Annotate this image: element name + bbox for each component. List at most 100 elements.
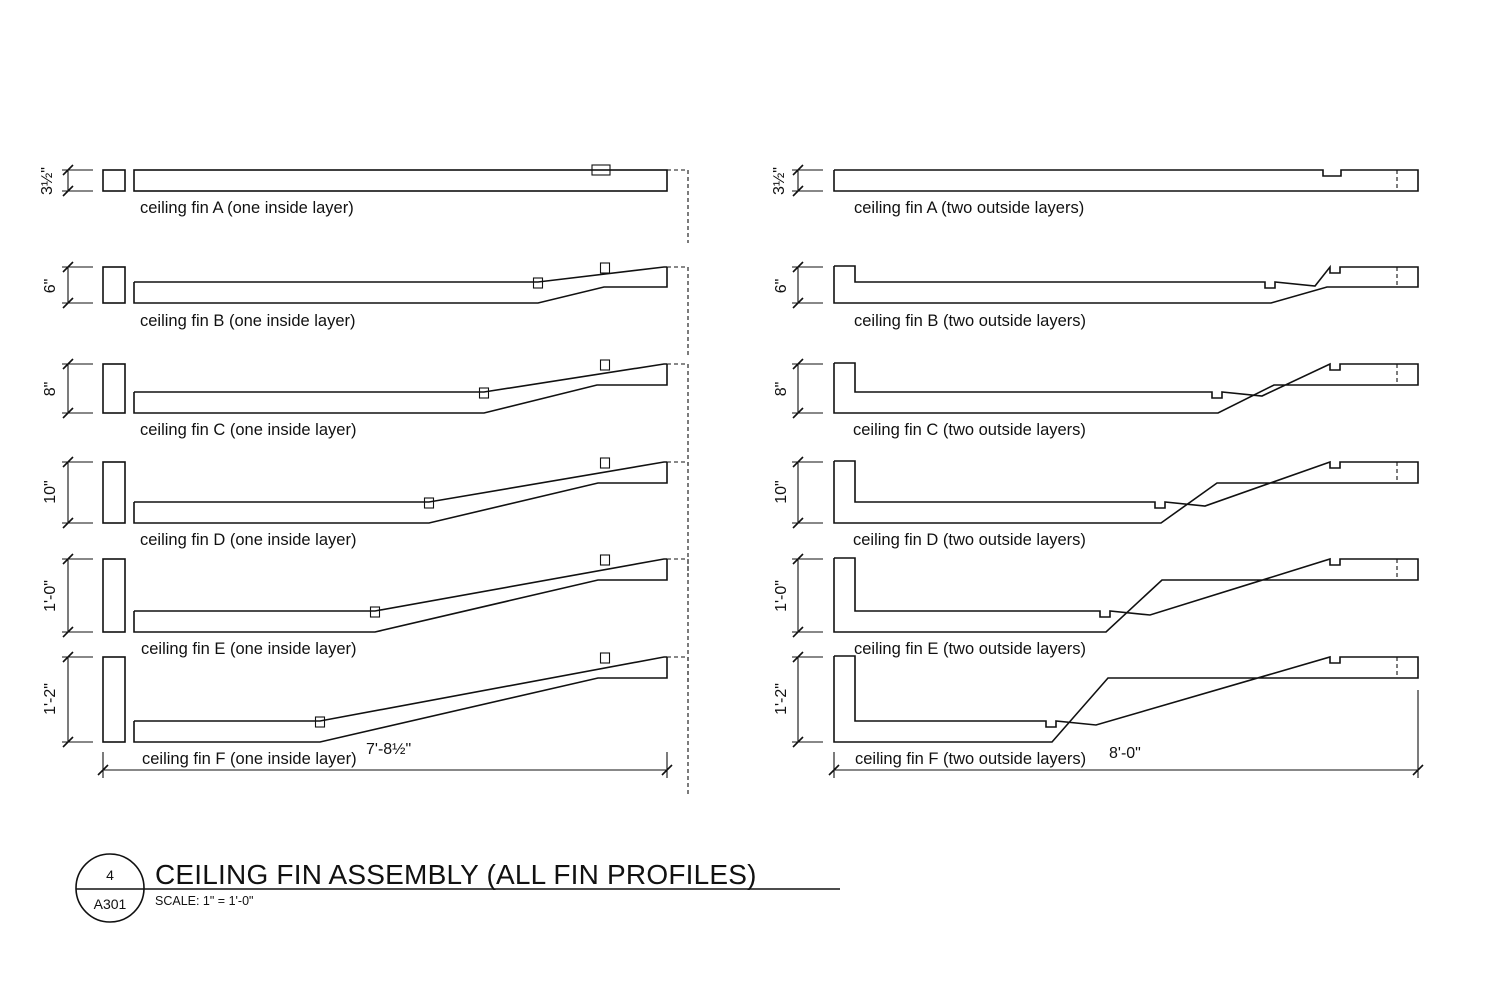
left-fin-f-section xyxy=(102,656,126,743)
left-fin-f-height-tick-top xyxy=(62,651,74,663)
right-fin-d-height-tick-bottom xyxy=(792,517,804,529)
left-fin-f-extension xyxy=(667,656,689,794)
left-fin-e-extension xyxy=(667,558,689,684)
left-fin-c-profile-top xyxy=(134,363,667,393)
right-overall-tick-right xyxy=(1412,764,1424,776)
left-fin-e-notch-low xyxy=(369,606,381,618)
left-fin-a-section xyxy=(102,169,126,192)
right-fin-b-label: ceiling fin B (two outside layers) xyxy=(854,312,1086,330)
left-fin-c-extension xyxy=(667,363,689,465)
right-fin-b-profile xyxy=(833,264,1419,304)
left-fin-d-height: 10" xyxy=(42,480,59,503)
right-fin-d-label: ceiling fin D (two outside layers) xyxy=(853,531,1086,549)
right-fin-c-profile xyxy=(833,362,1419,414)
left-fin-f-height: 1'-2" xyxy=(42,683,59,715)
right-fin-f-height: 1'-2" xyxy=(773,683,790,715)
title-block: 4 A301 CEILING FIN ASSEMBLY (ALL FIN PRO… xyxy=(75,853,840,923)
left-fin-c-label: ceiling fin C (one inside layer) xyxy=(140,421,356,439)
right-fin-labels: ceiling fin A (two outside layers) ceili… xyxy=(853,199,1086,768)
right-fin-f-height-tick-top xyxy=(792,651,804,663)
left-fin-c-section xyxy=(102,363,126,414)
right-fin-f-height-tick-bottom xyxy=(792,736,804,748)
right-overall-length: 8'-0" xyxy=(1109,745,1141,762)
left-fin-a-notch xyxy=(591,164,611,176)
right-overall-tick-left xyxy=(828,764,840,776)
left-fin-d-profile xyxy=(133,462,668,524)
right-fin-c-height: 8" xyxy=(773,382,790,397)
left-fin-a-height: 3½" xyxy=(39,167,56,195)
left-fin-e-section xyxy=(102,558,126,633)
left-fin-c-height: 8" xyxy=(42,382,59,397)
detail-bubble xyxy=(75,853,145,923)
right-fin-e-height-tick-top xyxy=(792,553,804,565)
left-fin-a-height-tick-bottom xyxy=(62,185,74,197)
left-fin-b-notch-high xyxy=(599,262,611,274)
right-fin-c-height-tick-bottom xyxy=(792,407,804,419)
left-fin-c-notch-high xyxy=(599,359,611,371)
left-fin-f-profile xyxy=(133,657,668,743)
left-fin-c-height-tick-bottom xyxy=(62,407,74,419)
right-fin-a-height-tick-top xyxy=(792,164,804,176)
right-fin-a-profile xyxy=(833,169,1419,192)
left-fin-f-label: ceiling fin F (one inside layer) xyxy=(142,750,357,768)
sheet-number: A301 xyxy=(94,896,127,912)
left-fin-f-notch-low xyxy=(314,716,326,728)
left-fin-c-height-tick-top xyxy=(62,358,74,370)
left-fin-b-height: 6" xyxy=(42,279,59,294)
right-fin-b-height: 6" xyxy=(773,279,790,294)
left-fin-b-label: ceiling fin B (one inside layer) xyxy=(140,312,356,330)
left-fin-d-section xyxy=(102,461,126,524)
right-fin-c-height-tick-top xyxy=(792,358,804,370)
right-fin-f-label: ceiling fin F (two outside layers) xyxy=(855,750,1086,768)
left-fin-d-height-tick-top xyxy=(62,456,74,468)
left-fin-a-profile xyxy=(133,169,668,192)
left-fin-e-profile-top xyxy=(134,558,667,612)
drawing-title: CEILING FIN ASSEMBLY (ALL FIN PROFILES) xyxy=(155,859,757,890)
right-fin-d-profile xyxy=(833,460,1419,524)
left-overall-length: 7'-8½" xyxy=(366,741,411,758)
left-fin-f-notch-high xyxy=(599,652,611,664)
left-fin-d-height-tick-bottom xyxy=(62,517,74,529)
left-fin-c-profile xyxy=(133,364,668,414)
left-fin-e-height-tick-bottom xyxy=(62,626,74,638)
left-fin-e-label: ceiling fin E (one inside layer) xyxy=(141,640,357,658)
left-fin-d-profile-top xyxy=(134,461,667,503)
right-fin-a-label: ceiling fin A (two outside layers) xyxy=(854,199,1084,217)
right-fin-a-height: 3½" xyxy=(771,167,788,195)
right-height-dimensions: 3½" 6" 8" 10" 1'-0" 1'-2" xyxy=(771,167,790,715)
left-overall-tick-left xyxy=(97,764,109,776)
left-fin-e-profile xyxy=(133,559,668,633)
left-fin-d-notch-low xyxy=(423,497,435,509)
left-fin-b-profile-top xyxy=(134,266,667,283)
left-fin-e-height: 1'-0" xyxy=(42,580,59,612)
left-fin-labels: ceiling fin A (one inside layer) ceiling… xyxy=(140,199,357,768)
right-fin-f-profile xyxy=(833,655,1419,743)
right-fin-e-label: ceiling fin E (two outside layers) xyxy=(854,640,1086,658)
left-fin-c-notch-low xyxy=(478,387,490,399)
left-fin-a-label: ceiling fin A (one inside layer) xyxy=(140,199,354,217)
left-fin-b-height-tick-bottom xyxy=(62,297,74,309)
left-fin-b-section xyxy=(102,266,126,304)
left-fin-f-profile-top xyxy=(134,656,667,722)
fin-profile-geometry xyxy=(62,164,1424,794)
left-fin-d-label: ceiling fin D (one inside layer) xyxy=(140,531,356,549)
left-fin-a-extension xyxy=(667,169,689,243)
right-fin-b-height-tick-top xyxy=(792,261,804,273)
right-fin-e-profile xyxy=(833,557,1419,633)
detail-number: 4 xyxy=(106,867,114,883)
left-fin-b-profile xyxy=(133,267,668,304)
right-fin-c-label: ceiling fin C (two outside layers) xyxy=(853,421,1086,439)
left-fin-e-height-tick-top xyxy=(62,553,74,565)
left-height-dimensions: 3½" 6" 8" 10" 1'-0" 1'-2" xyxy=(39,167,59,715)
left-fin-e-notch-high xyxy=(599,554,611,566)
right-fin-e-height-tick-bottom xyxy=(792,626,804,638)
left-fin-b-extension xyxy=(667,266,689,355)
left-overall-tick-right xyxy=(661,764,673,776)
left-fin-f-height-tick-bottom xyxy=(62,736,74,748)
right-fin-d-height: 10" xyxy=(773,480,790,503)
drawing-scale: SCALE: 1" = 1'-0" xyxy=(155,894,253,908)
left-fin-b-height-tick-top xyxy=(62,261,74,273)
left-fin-d-extension xyxy=(667,461,689,575)
left-fin-a-height-tick-top xyxy=(62,164,74,176)
